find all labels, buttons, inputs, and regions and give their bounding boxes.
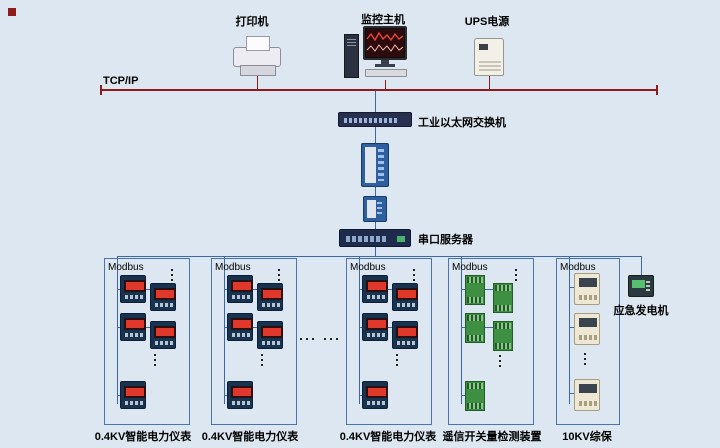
- modbus-label: Modbus: [215, 262, 251, 273]
- group2-drop-line: [224, 256, 225, 259]
- ellipsis-dots: [413, 269, 415, 283]
- power-meter-icon: [362, 275, 388, 303]
- corner-decoration: [8, 8, 16, 16]
- power-meter-icon: [392, 283, 418, 311]
- relay-stub-line: [569, 327, 576, 328]
- ethernet-switch-label: 工业以太网交换机: [418, 117, 506, 129]
- trunk-line-4: [375, 222, 376, 229]
- trunk-line-1: [375, 91, 376, 112]
- relay-stub-line: [569, 287, 576, 288]
- ellipsis-dots: [300, 338, 316, 340]
- io-module-icon: [493, 321, 513, 351]
- modbus-group-1: Modbus: [104, 258, 190, 425]
- group1-caption: 0.4KV智能电力仪表: [94, 431, 192, 443]
- ellipsis-dots: [515, 269, 517, 283]
- io-module-icon: [465, 313, 485, 343]
- host-connector-line: [385, 80, 386, 89]
- media-converter-2-icon: [363, 196, 387, 222]
- trunk-line-5: [375, 247, 376, 256]
- protection-relay-icon: [574, 313, 600, 345]
- power-meter-icon: [227, 313, 253, 341]
- ellipsis-dots: [261, 354, 263, 368]
- modbus-group-2: Modbus: [211, 258, 297, 425]
- power-meter-icon: [227, 275, 253, 303]
- pc-tower-icon: [344, 34, 359, 78]
- group4-drop-line: [461, 256, 462, 259]
- power-meter-icon: [120, 313, 146, 341]
- io-module-icon: [465, 275, 485, 305]
- modbus-label: Modbus: [560, 262, 596, 273]
- ups-label: UPS电源: [464, 16, 510, 28]
- generator-controller-icon: [628, 275, 654, 297]
- modbus-label: Modbus: [350, 262, 386, 273]
- group-bus-line: [569, 259, 570, 404]
- monitor-host-icon: [344, 26, 410, 80]
- power-meter-icon: [150, 283, 176, 311]
- trunk-line-3: [375, 187, 376, 196]
- serial-server-label: 串口服务器: [418, 234, 473, 246]
- tcpip-bus-line: [100, 85, 658, 95]
- ellipsis-dots: [278, 269, 280, 283]
- ellipsis-dots: [396, 354, 398, 368]
- generator-label: 应急发电机: [613, 305, 669, 317]
- group1-drop-line: [117, 256, 118, 259]
- power-meter-icon: [362, 381, 388, 409]
- group5-caption: 10KV综保: [562, 431, 612, 443]
- monitor-stand: [375, 60, 395, 67]
- modbus-group-5: Modbus: [556, 258, 620, 425]
- modbus-group-4: Modbus: [448, 258, 534, 425]
- distribution-bus-line: [117, 256, 642, 257]
- relay-stub-line: [569, 393, 576, 394]
- media-converter-icon: [361, 143, 389, 187]
- keyboard-icon: [365, 69, 407, 77]
- printer-label: 打印机: [235, 16, 269, 28]
- tcpip-label: TCP/IP: [103, 75, 139, 87]
- power-meter-icon: [362, 313, 388, 341]
- group3-drop-line: [359, 256, 360, 259]
- power-meter-icon: [150, 321, 176, 349]
- group-bus-line: [117, 259, 118, 404]
- power-meter-icon: [227, 381, 253, 409]
- modbus-group-3: Modbus: [346, 258, 432, 425]
- ellipsis-dots: [584, 353, 586, 367]
- group-bus-line: [359, 259, 360, 404]
- trunk-line-2: [375, 127, 376, 143]
- generator-drop-line: [641, 256, 642, 276]
- monitor-waveform: [366, 29, 404, 57]
- ellipsis-dots: [499, 355, 501, 369]
- ethernet-switch-icon: [338, 112, 412, 127]
- ellipsis-dots: [154, 354, 156, 368]
- group2-caption: 0.4KV智能电力仪表: [201, 431, 299, 443]
- group-bus-line: [224, 259, 225, 404]
- printer-connector-line: [257, 76, 258, 89]
- protection-relay-icon: [574, 379, 600, 411]
- pc-monitor-icon: [363, 26, 407, 60]
- io-module-icon: [493, 283, 513, 313]
- ups-icon: [474, 38, 504, 76]
- serial-server-icon: [339, 229, 411, 247]
- group4-caption: 遥信开关量检测装置: [442, 431, 542, 443]
- ellipsis-dots: [171, 269, 173, 283]
- ellipsis-dots: [324, 338, 340, 340]
- power-meter-icon: [120, 275, 146, 303]
- modbus-label: Modbus: [108, 262, 144, 273]
- power-meter-icon: [257, 321, 283, 349]
- group3-caption: 0.4KV智能电力仪表: [339, 431, 437, 443]
- group5-drop-line: [569, 256, 570, 259]
- monitor-host-label: 监控主机: [361, 14, 405, 26]
- protection-relay-icon: [574, 273, 600, 305]
- group-bus-line: [461, 259, 462, 404]
- printer-icon: [233, 36, 281, 76]
- io-module-icon: [465, 381, 485, 411]
- power-meter-icon: [120, 381, 146, 409]
- ups-connector-line: [489, 76, 490, 89]
- power-meter-icon: [257, 283, 283, 311]
- modbus-label: Modbus: [452, 262, 488, 273]
- power-meter-icon: [392, 321, 418, 349]
